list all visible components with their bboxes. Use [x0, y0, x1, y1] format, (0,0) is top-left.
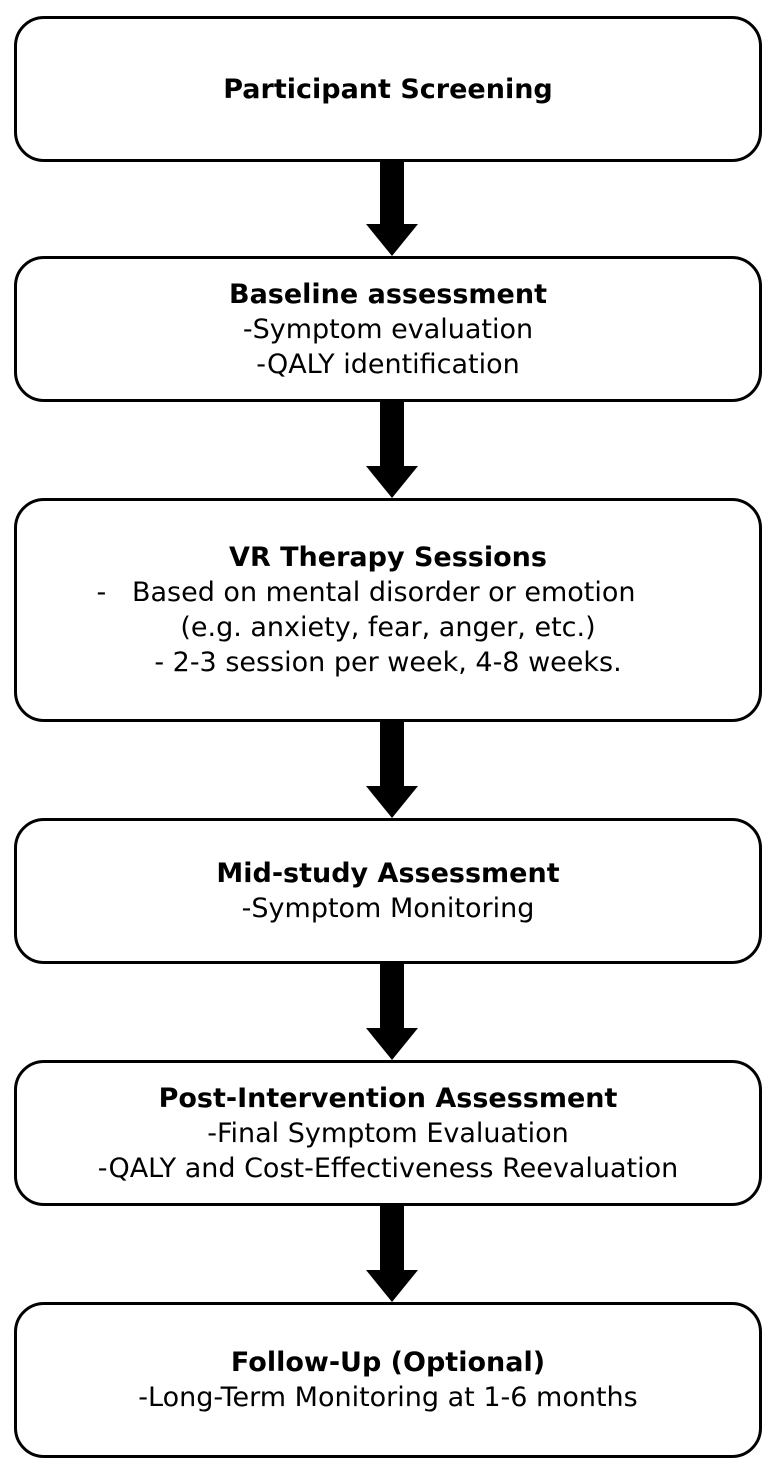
step-title: VR Therapy Sessions	[229, 542, 547, 573]
step-mid-study-assessment: Mid-study Assessment -Symptom Monitoring	[14, 818, 762, 964]
step-detail-line: -Symptom evaluation	[242, 313, 534, 345]
step-baseline-assessment: Baseline assessment -Symptom evaluation …	[14, 256, 762, 402]
step-post-intervention-assessment: Post-Intervention Assessment -Final Symp…	[14, 1060, 762, 1206]
down-arrow-icon	[366, 1206, 418, 1302]
down-arrow-icon	[366, 722, 418, 818]
step-title: Follow-Up (Optional)	[230, 1347, 546, 1378]
step-detail-line: -Symptom Monitoring	[241, 893, 535, 924]
step-vr-therapy-sessions: VR Therapy Sessions - Based on mental di…	[14, 498, 762, 722]
step-detail-line: - Based on mental disorder or emotion	[96, 577, 636, 608]
step-title: Post-Intervention Assessment	[158, 1082, 618, 1114]
step-detail-line: (e.g. anxiety, fear, anger, etc.)	[180, 612, 596, 643]
step-title: Baseline assessment	[228, 278, 547, 310]
step-detail-line: - 2-3 session per week, 4-8 weeks.	[154, 647, 622, 678]
step-detail-line: -Long-Term Monitoring at 1-6 months	[138, 1382, 638, 1413]
step-detail-line: -Final Symptom Evaluation	[207, 1117, 569, 1149]
step-follow-up-optional: Follow-Up (Optional) -Long-Term Monitori…	[14, 1302, 762, 1458]
step-title: Participant Screening	[223, 73, 553, 105]
down-arrow-icon	[366, 402, 418, 498]
down-arrow-icon	[366, 162, 418, 256]
step-title: Mid-study Assessment	[216, 858, 560, 889]
step-detail-line: -QALY identification	[256, 348, 520, 380]
step-participant-screening: Participant Screening	[14, 16, 762, 162]
down-arrow-icon	[366, 964, 418, 1060]
step-detail-line: -QALY and Cost-Effectiveness Reevaluatio…	[97, 1152, 679, 1184]
